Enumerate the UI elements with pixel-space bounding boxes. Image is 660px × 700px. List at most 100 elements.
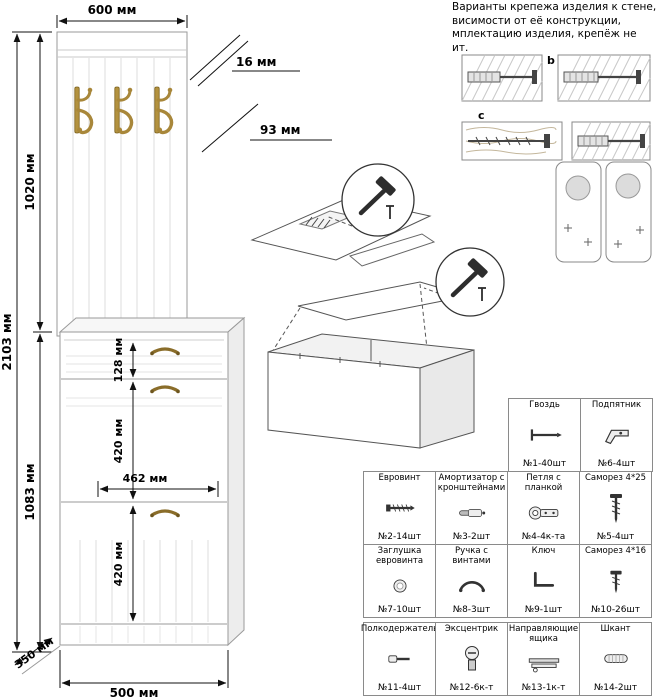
part-name: Саморез 4*25 [584, 473, 647, 483]
part-cell-confirmat: Евровинт №2-14шт [363, 471, 436, 545]
callout-hook-offset: 93 мм [201, 103, 332, 153]
part-count: №2-14шт [377, 532, 422, 542]
part-cell-cam: Эксцентрик №12-6к-т [435, 622, 508, 696]
part-name: Полкодержатель [360, 624, 439, 634]
part-count: №9-1шт [524, 605, 563, 615]
dim-cabinet-width-label: 500 мм [110, 686, 159, 700]
hinge-icon [524, 500, 564, 526]
dim-depth-label: 350 мм [12, 635, 56, 672]
part-name: Заглушка евровинта [375, 546, 424, 566]
part-count: №8-3шт [452, 605, 491, 615]
parts-row-3: Заглушка евровинта №7-10шт Ручка с винта… [363, 544, 652, 618]
part-name: Гвоздь [529, 400, 560, 410]
part-count: №3-2шт [452, 532, 491, 542]
dimension-panel-width: 600 мм [56, 3, 188, 28]
part-name: Евровинт [378, 473, 421, 483]
hex-key-icon [524, 568, 564, 594]
cap-icon [380, 573, 420, 599]
shelf-pin-icon [380, 647, 420, 671]
part-cell-slides: Направляющие ящика №13-1к-т [507, 622, 580, 696]
dimension-upper-height: 1020 мм [23, 33, 52, 333]
wall-anchor-icon [467, 71, 501, 83]
dimension-inner-width: 462 мм [97, 472, 219, 497]
detail-circle [435, 247, 505, 317]
dimension-flap2-height: 420 мм [112, 505, 137, 622]
handle-icon [452, 573, 492, 599]
assembly-step-box [267, 281, 475, 449]
dimension-cabinet-width: 500 мм [59, 650, 229, 700]
part-count: №13-1к-т [521, 683, 566, 693]
part-name: Ключ [531, 546, 556, 556]
part-count: №12-6к-т [449, 683, 494, 693]
part-name: Шкант [600, 624, 631, 634]
note-line: ит. [452, 41, 469, 54]
wall-option-a [461, 54, 543, 102]
mounting-plate-left [555, 161, 602, 263]
part-count: №10-26шт [591, 605, 640, 615]
dim-inner-width-label: 462 мм [123, 472, 168, 485]
part-count: №1-40шт [522, 459, 567, 469]
dowel-icon [596, 646, 636, 672]
dimension-total-height: 2103 мм [0, 31, 52, 653]
dimension-lower-height: 1083 мм [23, 333, 44, 651]
dim-drawer-height-label: 128 мм [112, 338, 125, 383]
wall-anchor-icon [577, 135, 609, 147]
part-cell-cap: Заглушка евровинта №7-10шт [363, 544, 436, 618]
part-cell-screw-4x16: Саморез 4*16 №10-26шт [579, 544, 652, 618]
mounting-note: Варианты крепежа изделия к стене, висимо… [452, 1, 658, 55]
part-name: Саморез 4*16 [584, 546, 647, 556]
part-count: №7-10шт [377, 605, 422, 615]
coat-panel [56, 31, 188, 337]
note-line: Варианты крепежа изделия к стене, [452, 1, 657, 13]
dim-thickness-label: 16 мм [236, 55, 277, 69]
wall-option-b [557, 54, 651, 102]
note-line: висимости от её конструкции, [452, 14, 622, 27]
drawer-slide-icon [524, 651, 564, 677]
part-cell-glide: Подпятник №6-4шт [580, 398, 653, 472]
note-line: мплектацию изделия, крепёж не [452, 28, 637, 40]
part-cell-shelf-pin: Полкодержатель №11-4шт [360, 622, 439, 696]
part-name: Амортизатор с кронштейнами [437, 473, 506, 493]
screw-4x25-icon [596, 492, 636, 524]
part-cell-damper: Амортизатор с кронштейнами №3-2шт [435, 471, 508, 545]
part-cell-dowel: Шкант №14-2шт [579, 622, 652, 696]
wall-option-c [461, 121, 563, 161]
nail-icon [525, 421, 565, 449]
dimension-drawer-height: 128 мм [112, 338, 137, 383]
part-cell-handle: Ручка с винтами №8-3шт [435, 544, 508, 618]
part-count: №4-4к-та [521, 532, 566, 542]
dim-flap1-height-label: 420 мм [112, 419, 125, 464]
dim-lower-height-label: 1083 мм [23, 463, 37, 520]
dim-total-height-label: 2103 мм [0, 313, 14, 370]
damper-icon [452, 502, 492, 524]
dim-panel-width-label: 600 мм [88, 3, 137, 17]
dim-hook-offset-label: 93 мм [260, 123, 301, 137]
wall-option-c2 [571, 121, 651, 161]
part-count: №11-4шт [377, 683, 422, 693]
part-cell-screw-4x25: Саморез 4*25 №5-4шт [579, 471, 652, 545]
parts-row-4: Полкодержатель №11-4шт Эксцентрик №12-6к… [360, 622, 652, 696]
part-count: №6-4шт [597, 459, 636, 469]
dimension-flap1-height: 420 мм [112, 381, 137, 500]
confirmat-screw-icon [380, 495, 420, 521]
parts-row-2: Евровинт №2-14шт Амортизатор с кронштейн… [363, 471, 652, 545]
screw-4x16-icon [596, 567, 636, 595]
part-cell-nail: Гвоздь №1-40шт [508, 398, 581, 472]
mounting-plate-right [605, 161, 652, 263]
dimension-depth: 350 мм [12, 635, 61, 675]
floor-glide-icon [597, 421, 637, 449]
part-cell-key: Ключ №9-1шт [507, 544, 580, 618]
wall-option-b-label: b [547, 54, 555, 67]
part-name: Подпятник [591, 400, 642, 410]
wall-option-c-label: c [478, 109, 485, 122]
dim-flap2-height-label: 420 мм [112, 542, 125, 587]
wood-grain-icon [465, 127, 557, 155]
part-count: №14-2шт [593, 683, 638, 693]
parts-row-1: Гвоздь №1-40шт Подпятник №6-4шт [508, 398, 653, 472]
cam-lock-icon [452, 644, 492, 674]
part-name: Эксцентрик [444, 624, 499, 634]
part-name: Петля с планкой [524, 473, 563, 493]
part-cell-hinge: Петля с планкой №4-4к-та [507, 471, 580, 545]
